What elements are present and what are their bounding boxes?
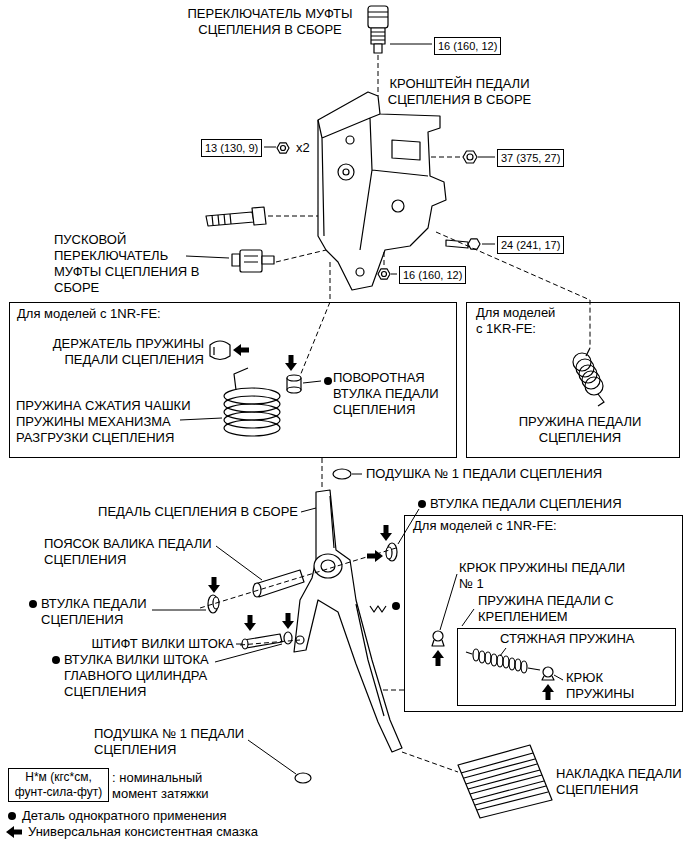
pedal-pad-figure — [458, 745, 552, 818]
part-label: КРЮК ПРУЖИНЫ — [566, 670, 641, 702]
part-label: ПРУЖИНА СЖАТИЯ ЧАШКИ ПРУЖИНЫ МЕХАНИЗМА Р… — [16, 398, 211, 446]
legend-text: Деталь однократного применения — [22, 808, 227, 824]
part-label: СТЯЖНАЯ ПРУЖИНА — [500, 631, 670, 647]
torque-text: 37 (375, 27) — [501, 151, 560, 165]
torque-text: 16 (160, 12) — [438, 39, 497, 53]
part-label: ПОДУШКА № 1 ПЕДАЛИ СЦЕПЛЕНИЯ — [94, 726, 264, 758]
switch-figure — [368, 6, 388, 53]
pedal-spring-1kr — [573, 348, 604, 406]
part-label: ПЕРЕКЛЮЧАТЕЛЬ МУФТЫ СЦЕПЛЕНИЯ В СБОРЕ — [170, 6, 370, 38]
part-label: ВТУЛКА ПЕДАЛИ СЦЕПЛЕНИЯ — [430, 496, 670, 512]
torque-text: 24 (241, 17) — [501, 238, 560, 252]
part-label: КРОНШТЕЙН ПЕДАЛИ СЦЕПЛЕНИЯ В СБОРЕ — [372, 76, 547, 108]
part-label: ВТУЛКА ВИЛКИ ШТОКА ГЛАВНОГО ЦИЛИНДРА СЦЕ… — [64, 652, 229, 700]
part-label: ВТУЛКА ПЕДАЛИ СЦЕПЛЕНИЯ — [41, 596, 171, 628]
frame-heading: Для моделей с 1NR-FE: — [413, 518, 663, 534]
legend-text: Универсальная консистентная смазка — [28, 824, 258, 840]
part-label: ПРУЖИНА ПЕДАЛИ С КРЕПЛЕНИЕМ — [478, 593, 628, 625]
assembly-lines — [200, 55, 590, 772]
part-label: ШТИФТ ВИЛКИ ШТОКА — [74, 636, 234, 652]
torque-box: 16 (160, 12) — [399, 266, 466, 284]
torque-box: 16 (160, 12) — [434, 37, 501, 55]
single-use-dots — [8, 377, 426, 820]
torque-text: Н*м (кгс*см, фунт-сила-фут) — [12, 770, 105, 800]
torque-box: 24 (241, 17) — [497, 236, 564, 254]
fastener-figures — [206, 143, 480, 279]
part-label: ПЕДАЛЬ СЦЕПЛЕНИЯ В СБОРЕ — [88, 504, 298, 520]
legend-box: Н*м (кгс*см, фунт-сила-фут) — [8, 768, 109, 802]
inset-frame: СТЯЖНАЯ ПРУЖИНА КРЮК ПРУЖИНЫ — [457, 628, 676, 706]
part-label: ПРУЖИНА ПЕДАЛИ СЦЕПЛЕНИЯ — [505, 414, 655, 446]
torque-text: 13 (130, 9) — [205, 141, 258, 155]
part-label: ПУСКОВОЙ ПЕРЕКЛЮЧАТЕЛЬ МУФТЫ СЦЕПЛЕНИЯ В… — [54, 232, 214, 296]
torque-text: 16 (160, 12) — [403, 268, 462, 282]
part-label: КРЮК ПРУЖИНЫ ПЕДАЛИ № 1 — [459, 560, 633, 592]
part-label: ПОВОРОТНАЯ ВТУЛКА ПЕДАЛИ СЦЕПЛЕНИЯ — [333, 370, 455, 418]
part-label: ПОДУШКА № 1 ПЕДАЛИ СЦЕПЛЕНИЯ — [366, 466, 646, 482]
part-label: ПОЯСОК ВАЛИКА ПЕДАЛИ СЦЕПЛЕНИЯ — [44, 536, 234, 568]
part-label: НАКЛАДКА ПЕДАЛИ СЦЕПЛЕНИЯ — [556, 766, 686, 798]
quantity-mark: x2 — [296, 140, 310, 156]
torque-box: 13 (130, 9) — [201, 139, 262, 157]
frame-heading: Для моделей с 1KR-FE: — [476, 305, 559, 337]
spring-parts-1nr — [210, 341, 301, 436]
part-label: ДЕРЖАТЕЛЬ ПРУЖИНЫ ПЕДАЛИ СЦЕПЛЕНИЯ — [14, 336, 204, 368]
bracket-figure — [318, 92, 446, 290]
start-switch-figure — [232, 250, 274, 272]
legend-note: : номинальный момент затяжки — [112, 770, 222, 802]
leader-lines — [152, 44, 563, 774]
frame-heading: Для моделей с 1NR-FE: — [17, 306, 317, 322]
torque-box: 37 (375, 27) — [497, 149, 564, 167]
